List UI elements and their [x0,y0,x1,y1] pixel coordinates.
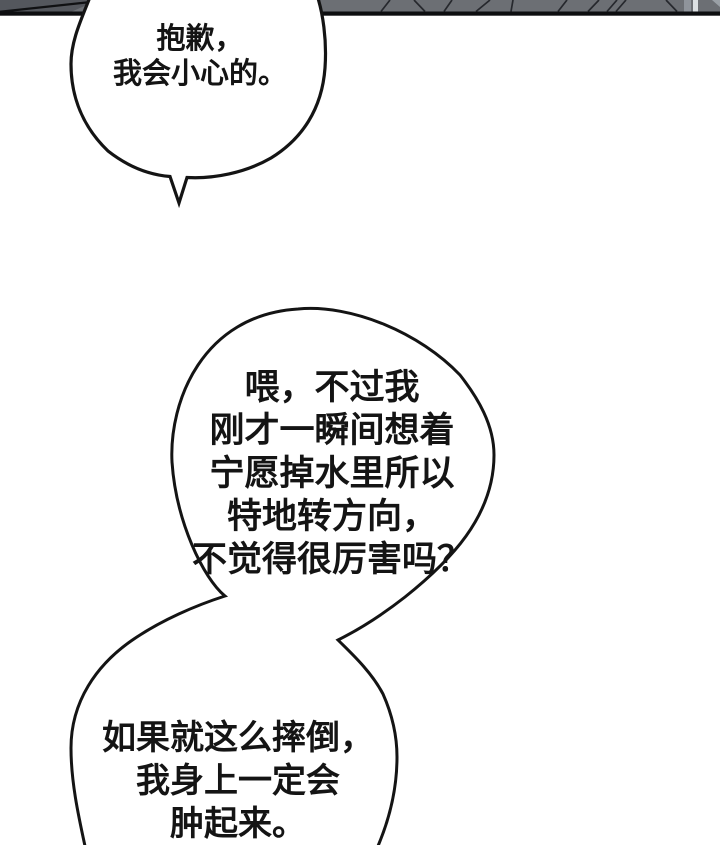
bubble-line: 我会小心的。 [112,58,288,90]
bubble-line: 特地转方向， [226,497,438,536]
speech-bubble-bottom-text: 如果就这么摔倒， 我身上一定会 肿起来。 [102,717,374,845]
bubble-line: 如果就这么摔倒， [102,719,374,757]
panel-strip-highlight [693,0,698,12]
panel-strip-soft-highlight [684,0,691,12]
panel-strip-corner-glint [712,0,720,7]
bubble-line: 宁愿掉水里所以 [209,454,455,493]
panel-border-line [0,11,720,16]
speech-bubble-middle-text: 喂，不过我 刚才一瞬间想着 宁愿掉水里所以 特地转方向， 不觉得很厉害吗？ [192,366,472,581]
bubble-line: 刚才一瞬间想着 [209,411,455,450]
bubble-line: 肿起来。 [170,805,306,843]
bubble-line: 不觉得很厉害吗？ [191,540,473,579]
speech-bubble-top-outline [69,0,328,209]
panel-strip-base [0,0,720,12]
previous-panel-strip [0,0,720,16]
panel-strip-hatch-lines [380,0,678,13]
speech-bubble-joined-outline [69,306,496,845]
speech-bubble-top-text: 抱歉， 我会小心的。 [113,22,287,92]
bubble-line: 抱歉， [156,23,244,55]
bubble-line: 我身上一定会 [136,762,340,800]
panel-strip-wedge-edge [0,0,101,13]
bubble-line: 喂，不过我 [244,368,420,407]
